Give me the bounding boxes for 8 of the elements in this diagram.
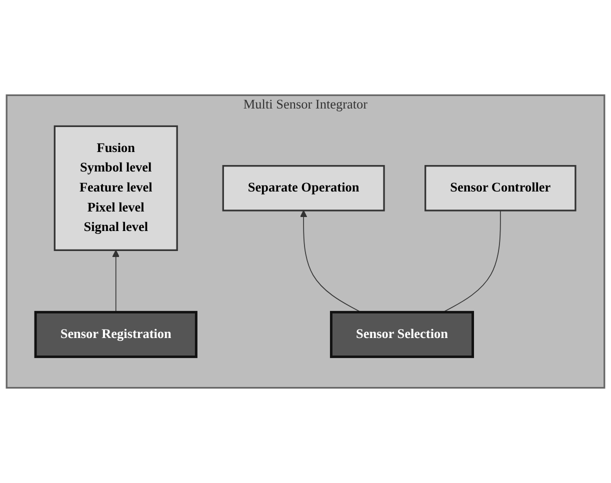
- connector: [442, 210, 501, 313]
- node-box: Sensor Registration: [34, 310, 198, 358]
- node-box: Sensor Selection: [330, 310, 474, 358]
- node-box: Sensor Controller: [424, 165, 576, 212]
- node-box: Fusion Symbol level Feature level Pixel level Signal level: [54, 125, 178, 251]
- node-box: Separate Operation: [222, 165, 385, 212]
- arrow: [112, 250, 120, 313]
- arrow: [300, 210, 362, 313]
